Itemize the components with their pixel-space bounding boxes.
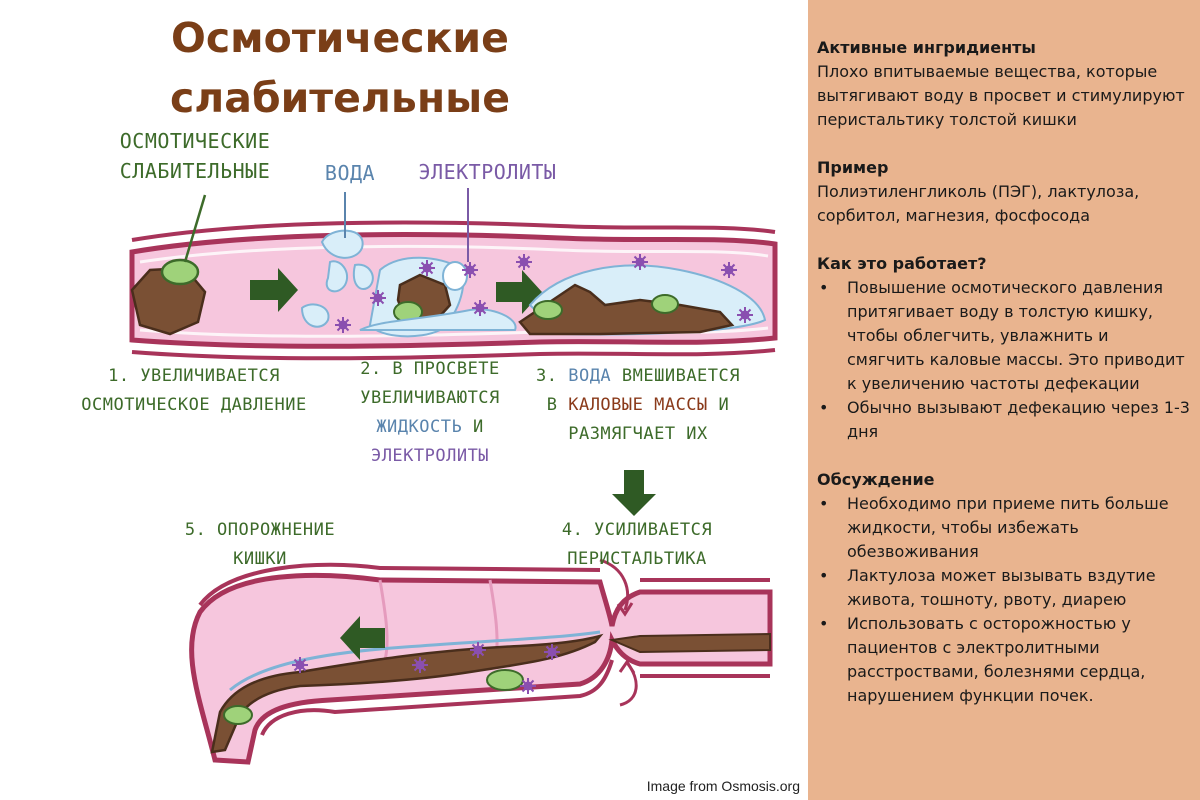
label-osmotic-laxatives: ОСМОТИЧЕСКИЕ СЛАБИТЕЛЬНЫЕ [119, 129, 271, 183]
peristalsis-arrow-top [599, 558, 630, 611]
step-4: 4. УСИЛИВАЕТСЯ ПЕРИСТАЛЬТИКА [561, 520, 713, 569]
list-item: Необходимо при приеме пить больше жидкос… [817, 492, 1190, 564]
section-example: Пример Полиэтиленгликоль (ПЭГ), лактулоз… [817, 156, 1190, 228]
step-3-stool: КАЛОВЫЕ МАССЫ [568, 395, 708, 415]
step-3-num: 3. [536, 366, 569, 386]
list-item: Повышение осмотического давления притяги… [817, 276, 1190, 396]
heading-discussion: Обсуждение [817, 470, 935, 489]
illustration-area: Осмотические слабительные ОСМОТИЧЕСКИЕ С… [81, 14, 800, 794]
arrow-step3-to-4 [612, 470, 656, 516]
step-2-electrolytes: ЭЛЕКТРОЛИТЫ [370, 446, 490, 466]
step-2-and: И [462, 417, 484, 437]
diagram-title: Осмотические слабительные [169, 14, 511, 122]
heading-example: Пример [817, 158, 889, 177]
arrow-step4-to-5 [340, 616, 385, 660]
list-discussion: Необходимо при приеме пить больше жидкос… [817, 492, 1190, 708]
info-panel: Активные ингридиенты Плохо впитываемые в… [808, 0, 1200, 800]
stool-bottom [210, 630, 771, 754]
heading-active-ingredients: Активные ингридиенты [817, 38, 1036, 57]
arrow-step1-to-2 [250, 268, 298, 312]
section-active-ingredients: Активные ингридиенты Плохо впитываемые в… [817, 36, 1190, 132]
list-item: Использовать с осторожностью у пациентов… [817, 612, 1190, 708]
step-1: 1. УВЕЛИЧИВАЕТСЯ ОСМОТИЧЕСКОЕ ДАВЛЕНИЕ [81, 366, 307, 415]
step-2-text: 2. В ПРОСВЕТЕ УВЕЛИЧИВАЮТСЯ [360, 359, 500, 408]
step-3-softens: И РАЗМЯГЧАЕТ ИХ [568, 395, 730, 444]
list-how-it-works: Повышение осмотического давления притяги… [817, 276, 1190, 444]
step-3-water: ВОДА [568, 366, 612, 386]
water-droplets [300, 229, 374, 328]
label-electrolytes: ЭЛЕКТРОЛИТЫ [418, 160, 557, 184]
step-3-mixes: ВМЕШИВАЕТСЯ В [546, 366, 740, 415]
step-2-fluid: ЖИДКОСТЬ [376, 417, 463, 437]
stool-step3 [518, 264, 767, 336]
stool-step2 [359, 256, 517, 338]
colon-illustration [129, 188, 778, 765]
step-3: 3. ВОДА ВМЕШИВАЕТСЯ В КАЛОВЫЕ МАССЫ И РА… [532, 362, 744, 449]
list-item: Обычно вызывают дефекацию через 1-3 дня [817, 396, 1190, 444]
stool-step1 [130, 258, 207, 336]
text-example: Полиэтиленгликоль (ПЭГ), лактулоза, сорб… [817, 182, 1140, 225]
pointer-laxative [183, 194, 207, 263]
image-credit: Image from Osmosis.org [646, 778, 800, 794]
section-how-it-works: Как это работает? Повышение осмотическог… [817, 252, 1190, 444]
step-2: 2. В ПРОСВЕТЕ УВЕЛИЧИВАЮТСЯ ЖИДКОСТЬ И Э… [345, 355, 515, 471]
label-water: ВОДА [324, 161, 376, 185]
list-item: Лактулоза может вызывать вздутие живота,… [817, 564, 1190, 612]
heading-how-it-works: Как это работает? [817, 254, 987, 273]
text-active-ingredients: Плохо впитываемые вещества, которые вытя… [817, 62, 1185, 129]
section-discussion: Обсуждение Необходимо при приеме пить бо… [817, 468, 1190, 708]
step-5: 5. ОПОРОЖНЕНИЕ КИШКИ [184, 520, 336, 569]
